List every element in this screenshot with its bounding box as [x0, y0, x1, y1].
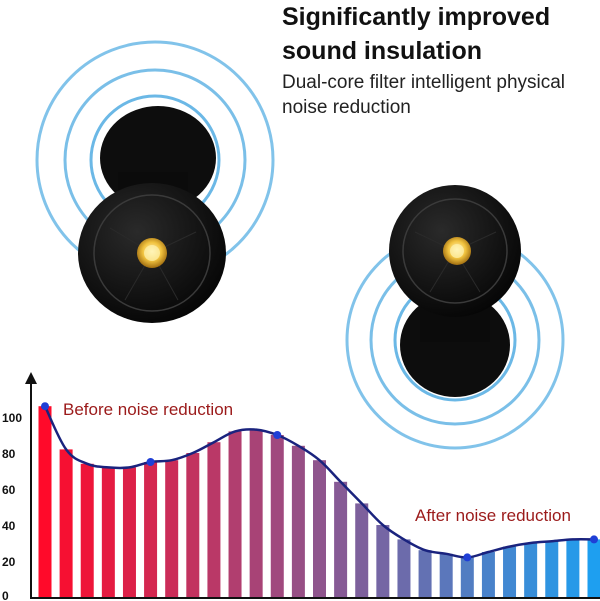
y-tick-label: 0 [2, 589, 9, 601]
bar [355, 503, 369, 597]
bar [80, 463, 94, 597]
bar [270, 435, 284, 597]
y-axis: 0 20 40 60 80 100 [2, 411, 22, 601]
bar [481, 552, 495, 597]
headline-line-2: sound insulation [282, 37, 482, 65]
bars [38, 406, 600, 597]
curve-marker [590, 535, 598, 544]
headline: Significantly improved sound insulation [282, 0, 600, 68]
y-tick-label: 40 [2, 519, 16, 533]
annotation-before: Before noise reduction [63, 400, 234, 419]
y-tick-label: 100 [2, 411, 22, 425]
bar [313, 460, 326, 597]
bar [101, 467, 115, 597]
subheadline: Dual-core filter intelligent physical no… [282, 70, 600, 120]
y-tick-label: 20 [2, 555, 16, 569]
bar [165, 460, 179, 597]
bar [566, 539, 580, 597]
bar [524, 543, 538, 597]
curve-marker [273, 431, 282, 439]
curve-marker [146, 458, 155, 466]
bar [207, 442, 221, 597]
bar [439, 553, 453, 597]
bar [460, 557, 474, 597]
y-axis-arrow [25, 372, 37, 384]
curve-marker [41, 402, 49, 411]
noise-chart: 0 20 40 60 80 100 [2, 372, 600, 601]
y-tick-label: 60 [2, 483, 16, 497]
bar [186, 453, 200, 597]
bar [418, 550, 432, 597]
noise-curve [43, 405, 595, 559]
bar [397, 539, 411, 597]
earplug-left [78, 106, 226, 323]
bar [228, 431, 242, 597]
curve-marker [463, 553, 472, 562]
bar [545, 541, 559, 597]
curve-markers [41, 402, 598, 562]
bar [38, 406, 52, 597]
bar [376, 525, 390, 597]
bar [122, 467, 136, 597]
subheadline-line-2: noise reduction [282, 97, 411, 118]
bar [249, 429, 263, 597]
bar [59, 449, 73, 597]
earplug-right [389, 185, 521, 397]
y-tick-label: 80 [2, 447, 16, 461]
bar [334, 481, 348, 597]
bar [291, 445, 305, 597]
headline-line-1: Significantly improved [282, 3, 551, 31]
axis-lines [25, 372, 600, 599]
bar [144, 462, 158, 597]
annotation-after: After noise reduction [415, 506, 571, 525]
bar [503, 546, 517, 597]
bar [587, 539, 600, 597]
subheadline-line-1: Dual-core filter intelligent physical [282, 72, 566, 93]
